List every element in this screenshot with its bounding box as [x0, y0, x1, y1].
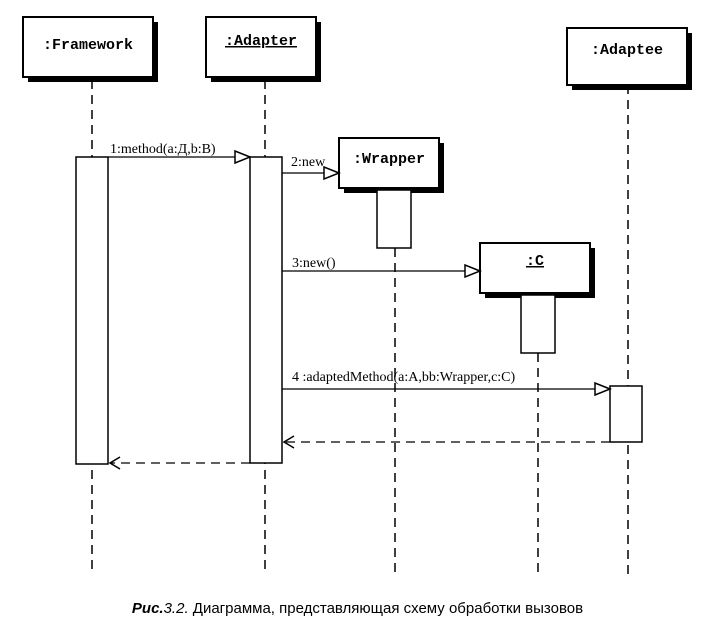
object-adaptee-label: :Adaptee	[591, 42, 663, 59]
object-adapter-label: :Adapter	[225, 33, 297, 50]
message-3-label: 3:new()	[292, 256, 336, 271]
caption-fig-label: Рис.	[131, 600, 164, 617]
object-adapter: :Adapter	[205, 16, 321, 82]
object-adaptee: :Adaptee	[566, 27, 692, 90]
message-3: 3:new()	[282, 256, 483, 279]
caption-text: Диаграмма, представляющая схему обработк…	[192, 600, 584, 617]
message-1-label: 1:method(a:Д,b:B)	[110, 142, 216, 157]
object-framework: :Framework	[22, 16, 158, 82]
activation-adapter	[249, 156, 283, 464]
activation-adaptee	[609, 385, 643, 443]
object-wrapper: :Wrapper	[338, 137, 444, 193]
message-4-label: 4 :adaptedMethod(a:A,bb:Wrapper,c:C)	[292, 370, 516, 385]
object-framework-label: :Framework	[43, 37, 133, 54]
caption-fig-number: 3.2.	[163, 600, 189, 617]
message-4: 4 :adaptedMethod(a:A,bb:Wrapper,c:C)	[282, 370, 613, 397]
return-adapter-to-framework	[108, 456, 250, 470]
message-2-label: 2:new	[291, 155, 326, 170]
activation-framework	[75, 156, 109, 465]
figure-caption: Рис.3.2. Диаграмма, представляющая схему…	[0, 600, 715, 617]
object-wrapper-label: :Wrapper	[353, 151, 425, 168]
object-c: :C	[479, 242, 595, 298]
activation-wrapper	[376, 189, 412, 249]
message-2: 2:new	[282, 155, 342, 181]
object-c-label: :C	[526, 253, 544, 270]
return-adaptee-to-adapter	[282, 435, 610, 449]
message-1: 1:method(a:Д,b:B)	[108, 142, 253, 165]
activation-c	[520, 294, 556, 354]
